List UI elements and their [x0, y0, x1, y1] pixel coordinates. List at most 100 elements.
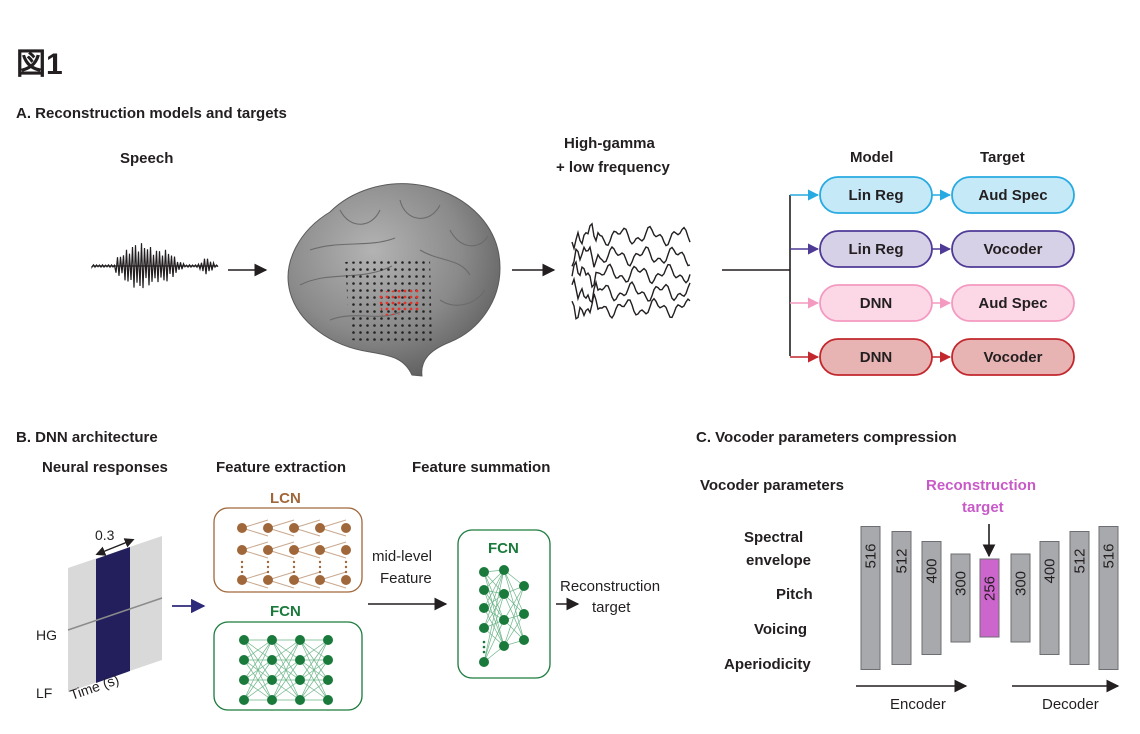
lcn-label: LCN — [270, 490, 301, 507]
signal-label-2: + low frequency — [556, 159, 670, 176]
fcn2-node — [479, 603, 489, 613]
fcn-link — [243, 679, 273, 701]
fcn-node — [267, 675, 277, 685]
lcn-node — [263, 523, 273, 533]
param-aperiodicity: Aperiodicity — [724, 656, 811, 673]
fcn-node — [323, 635, 333, 645]
fcn-node — [239, 635, 249, 645]
fcn2-link — [483, 569, 505, 609]
layer-size-label: 516 — [1101, 543, 1118, 568]
mid-level-label-1: mid-level — [372, 548, 432, 565]
fcn-node — [323, 695, 333, 705]
layer-size-label: 256 — [982, 576, 999, 601]
recon-target-label-1: Reconstruction — [560, 578, 660, 595]
model-name: Lin Reg — [849, 187, 904, 204]
target-pill — [951, 230, 1075, 268]
decoder-layer — [1098, 526, 1119, 670]
fcn2-ellipsis — [482, 650, 486, 654]
encoder-layer — [921, 541, 942, 655]
fcn-link — [243, 659, 273, 701]
neural-responses-label: Neural responses — [42, 459, 168, 476]
neural-signal-traces-icon — [571, 222, 691, 320]
layer-size-label: 512 — [1072, 548, 1089, 573]
lcn-ellipsis — [266, 570, 270, 574]
fcn-node — [239, 695, 249, 705]
fcn-node — [323, 675, 333, 685]
encoder-layer — [950, 553, 971, 643]
signal-trace — [571, 276, 691, 304]
lcn-node — [263, 545, 273, 555]
recon-target-c-1: Reconstruction — [926, 477, 1036, 494]
fcn2-node — [499, 615, 509, 625]
lcn-ellipsis — [344, 565, 348, 569]
fcn2-node — [479, 657, 489, 667]
param-spectral: Spectral — [744, 529, 803, 546]
fcn2-node — [519, 609, 529, 619]
lcn-ellipsis — [240, 565, 244, 569]
fcn-network-icon — [239, 635, 333, 705]
lcn-node — [315, 523, 325, 533]
encoder-layer — [891, 531, 912, 665]
vocoder-params-label: Vocoder parameters — [700, 477, 844, 494]
fcn2-link — [503, 585, 525, 647]
lcn-node — [341, 523, 351, 533]
layer-size-label: 400 — [1042, 558, 1059, 583]
fcn2-link — [483, 593, 505, 663]
fcn-node — [295, 655, 305, 665]
lcn-node — [315, 545, 325, 555]
lcn-ellipsis — [318, 570, 322, 574]
neural-response-window — [67, 536, 163, 692]
fcn2-node — [499, 641, 509, 651]
fcn-link — [271, 639, 301, 701]
lcn-node — [289, 545, 299, 555]
speech-waveform-icon — [91, 243, 219, 289]
encoder-label: Encoder — [890, 696, 946, 713]
window-label: 0.3 — [95, 527, 115, 543]
param-pitch: Pitch — [776, 586, 813, 603]
model-name: DNN — [860, 295, 893, 312]
feature-summation-label: Feature summation — [412, 459, 550, 476]
fcn-node — [295, 695, 305, 705]
target-pill — [951, 176, 1075, 214]
fcn2-link — [503, 585, 525, 621]
lcn-ellipsis — [240, 560, 244, 564]
layer-size-label: 300 — [953, 571, 970, 596]
lcn-ellipsis — [318, 560, 322, 564]
fcn2-label: FCN — [488, 540, 519, 557]
fcn2-network-icon — [479, 565, 529, 667]
signal-trace — [571, 245, 691, 268]
fcn-label: FCN — [270, 603, 301, 620]
fcn-link — [299, 659, 329, 701]
lcn-ellipsis — [266, 565, 270, 569]
layer-size-label: 516 — [863, 543, 880, 568]
target-name: Vocoder — [984, 349, 1043, 366]
param-envelope: envelope — [746, 552, 811, 569]
fcn-link — [271, 639, 301, 661]
lcn-ellipsis — [344, 560, 348, 564]
fcn2-link — [483, 571, 505, 621]
target-pill — [951, 284, 1075, 322]
fcn-link — [299, 639, 329, 661]
figure-label: 図1 — [16, 48, 63, 81]
recon-target-c-2: target — [962, 499, 1004, 516]
lcn-ellipsis — [318, 565, 322, 569]
layer-size-label: 400 — [924, 558, 941, 583]
panel-c-title: C. Vocoder parameters compression — [696, 429, 957, 446]
fcn2-link — [483, 619, 505, 663]
fcn2-link — [483, 589, 505, 647]
layer-size-label: 300 — [1013, 571, 1030, 596]
fcn-node — [267, 695, 277, 705]
lcn-node — [237, 575, 247, 585]
target-pill — [951, 338, 1075, 376]
fcn2-node — [519, 581, 529, 591]
fcn2-node — [499, 589, 509, 599]
encoder-layer — [860, 526, 881, 670]
fcn2-link — [503, 613, 525, 647]
target-name: Aud Spec — [978, 295, 1047, 312]
lcn-node — [341, 575, 351, 585]
model-header: Model — [850, 149, 893, 166]
lcn-ellipsis — [344, 570, 348, 574]
fcn-link — [299, 639, 329, 701]
